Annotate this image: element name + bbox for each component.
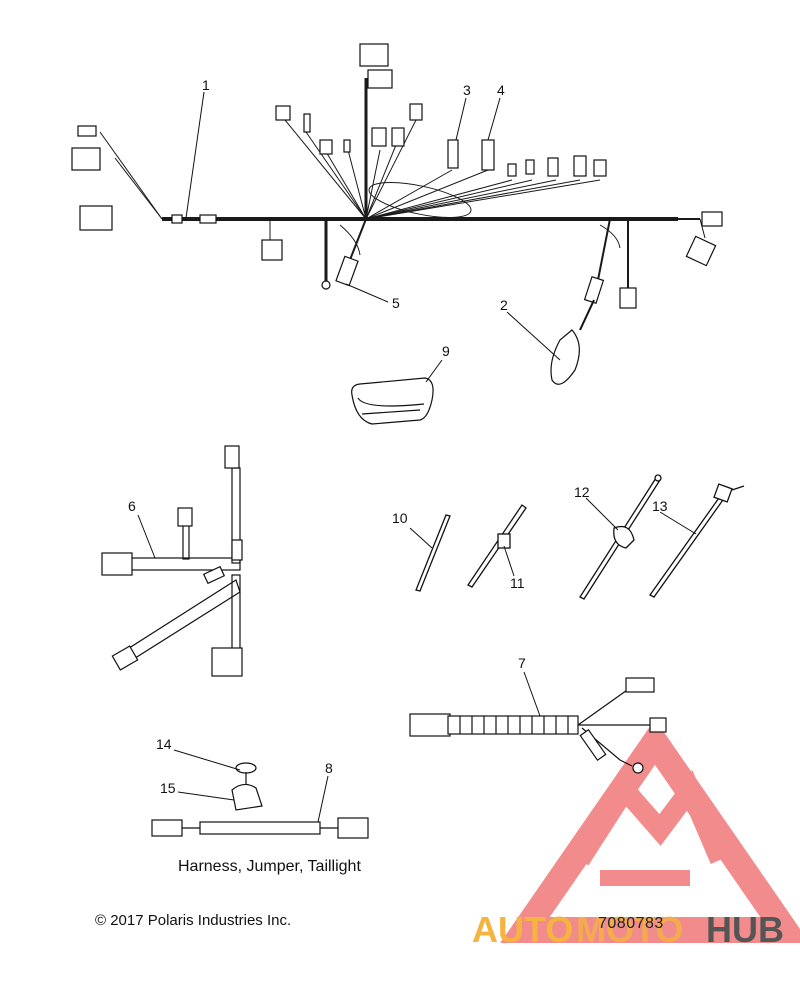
- callout-14: 14: [156, 736, 172, 752]
- leader-lines: [137, 91, 697, 823]
- callout-13: 13: [652, 498, 668, 514]
- item-2-boot: [550, 275, 605, 385]
- callout-3: 3: [463, 82, 471, 98]
- callout-6: 6: [128, 498, 136, 514]
- item-8-jumper: [151, 762, 369, 839]
- main-harness: [99, 78, 706, 291]
- item-7-harness: [409, 677, 667, 774]
- callout-2: 2: [500, 297, 508, 313]
- diagram-caption: Harness, Jumper, Taillight: [178, 858, 361, 875]
- item-9-grommet: [351, 377, 434, 425]
- callout-4: 4: [497, 82, 505, 98]
- callout-8: 8: [325, 760, 333, 776]
- copyright-notice: © 2017 Polaris Industries Inc.: [95, 912, 292, 929]
- callout-15: 15: [160, 780, 176, 796]
- cable-ties: [415, 474, 745, 600]
- callout-10: 10: [392, 510, 408, 526]
- watermark-text: AUTO MOTO HUB: [472, 909, 784, 950]
- callout-1: 1: [202, 77, 210, 93]
- watermark-moto: MOTO: [576, 909, 683, 950]
- watermark-logo: [500, 719, 800, 943]
- callout-11: 11: [510, 575, 525, 591]
- watermark-auto: AUTO: [472, 909, 573, 950]
- watermark-hub: HUB: [706, 909, 784, 950]
- callout-labels: 1 2 3 4 5 6 7 8 9 10 11 12 13 14 15: [128, 77, 668, 796]
- callout-9: 9: [442, 343, 450, 359]
- item-6-harness: [101, 445, 243, 677]
- part-number: 7080783: [598, 915, 664, 932]
- main-harness-connectors: [71, 43, 723, 309]
- callout-5: 5: [392, 295, 400, 311]
- callout-7: 7: [518, 655, 526, 671]
- callout-12: 12: [574, 484, 590, 500]
